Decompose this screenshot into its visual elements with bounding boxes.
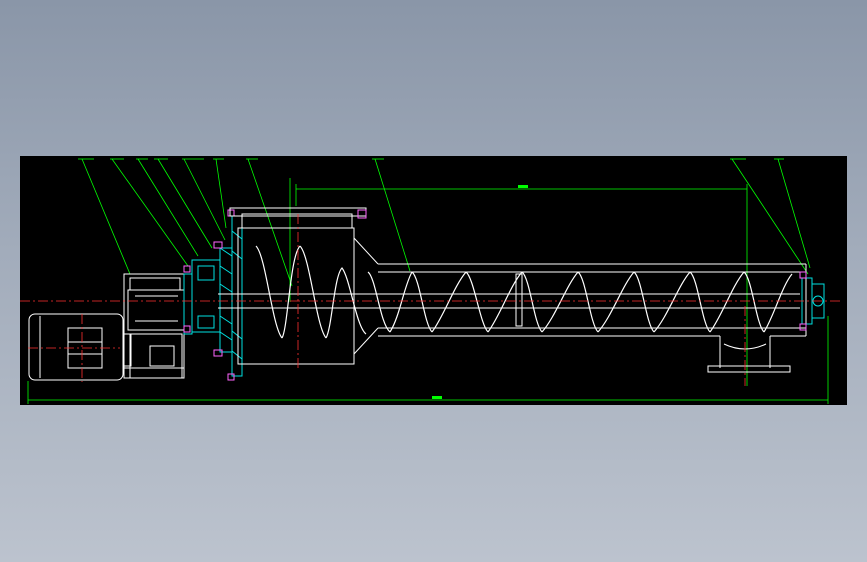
bottom-dimension [27,316,829,404]
inlet-hopper [229,207,379,365]
centerlines [20,214,840,386]
cad-drawing-viewport[interactable] [20,156,847,405]
outlet-spout [707,336,791,373]
coupling-bearing-seat [183,215,243,377]
pitch-span-label-marker [518,185,528,188]
screw-flight [255,245,793,339]
screw-conveyor-drawing [20,158,840,404]
trough-tube [378,263,807,337]
gear-reducer [123,273,185,379]
screw-shaft [218,273,800,327]
leader-lines [78,158,811,287]
motor [28,313,132,381]
overall-length-label-marker [432,396,442,399]
end-bearing-bolts [799,271,807,331]
flange-bolts [183,209,235,381]
top-dimension [289,178,748,386]
